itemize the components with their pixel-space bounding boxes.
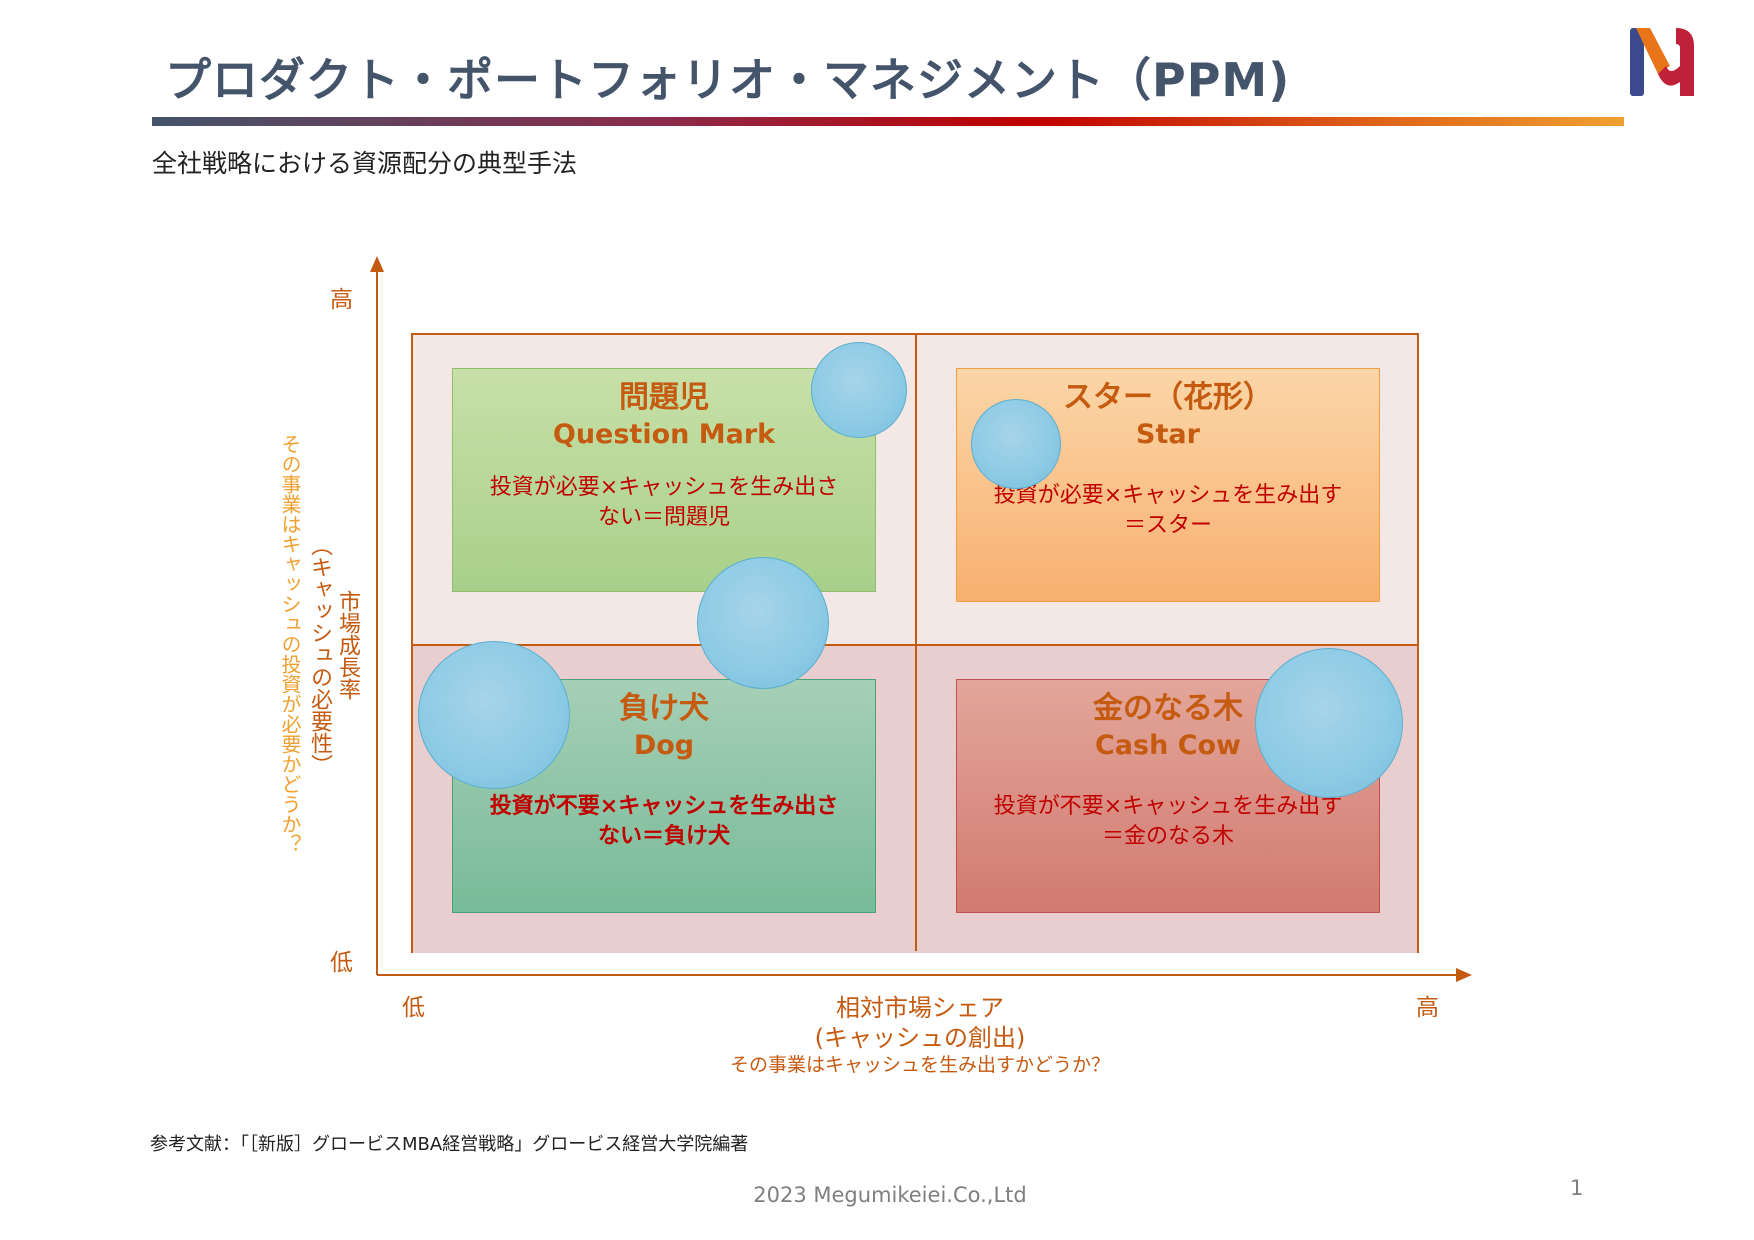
quadrant-desc-line1: 投資が不要×キャッシュを生み出さ	[489, 794, 839, 819]
x-axis-title-line1: 相対市場シェア	[836, 994, 1004, 1022]
y-axis-title-line3: その事業はキャッシュの投資が必要かどうか？	[278, 434, 302, 854]
y-axis-title-line2: （キャッシュの必要性）	[307, 534, 332, 776]
quadrant-desc-line1: 投資が必要×キャッシュを生み出す	[993, 483, 1343, 508]
bubble-center	[697, 557, 829, 689]
title-underline	[152, 117, 1624, 126]
quadrant-desc-line2: ない＝負け犬	[597, 824, 730, 849]
quadrant-subtitle: Question Mark	[552, 419, 776, 450]
x-axis-arrow-icon	[1456, 968, 1472, 982]
copyright: 2023 Megumikeiei.Co.,Ltd	[753, 1183, 1027, 1207]
quadrant-title: 負け犬	[619, 691, 709, 726]
x-axis-title-line2: (キャッシュの創出)	[814, 1024, 1026, 1052]
reference-note: 参考文献：「［新版］グロービスMBA経営戦略」グロービス経営大学院編著	[150, 1134, 749, 1155]
quadrant-subtitle: Star	[1136, 419, 1200, 450]
bubble-dog	[418, 641, 570, 789]
x-axis-title: 相対市場シェア (キャッシュの創出) その事業はキャッシュを生み出すかどうか？	[700, 993, 1140, 1077]
quadrant-title: 問題児	[619, 380, 709, 415]
bubble-question-mark	[811, 342, 907, 438]
page-subtitle: 全社戦略における資源配分の典型手法	[152, 149, 578, 178]
y-axis-high-label: 高	[330, 287, 353, 313]
quadrant-question-mark: 問題児 Question Mark 投資が必要×キャッシュを生み出さ ない＝問題…	[452, 368, 876, 592]
quadrant-desc-line2: ＝金のなる木	[1101, 824, 1234, 849]
quadrant-desc-line2: ＝スター	[1123, 513, 1212, 538]
quadrant-desc-line2: ない＝問題児	[597, 505, 730, 530]
x-axis-low-label: 低	[402, 995, 425, 1021]
quadrant-subtitle: Dog	[633, 730, 695, 761]
y-axis-low-label: 低	[330, 950, 353, 976]
page-number: 1	[1570, 1176, 1584, 1200]
y-axis-title: 市場成長率 （キャッシュの必要性） その事業はキャッシュの投資が必要かどうか？	[268, 420, 368, 890]
m-logo-icon	[1630, 28, 1694, 96]
quadrant-title: スター（花形）	[1063, 380, 1273, 415]
quadrant-desc-line1: 投資が必要×キャッシュを生み出さ	[489, 475, 839, 500]
y-axis-arrow-icon	[370, 256, 384, 272]
quadrant-subtitle: Cash Cow	[1094, 730, 1242, 761]
bubble-cash-cow	[1255, 648, 1403, 798]
quadrant-desc-line1: 投資が不要×キャッシュを生み出す	[993, 794, 1343, 819]
bubble-star	[971, 399, 1061, 489]
matrix-vertical-divider	[915, 335, 917, 951]
x-axis-high-label: 高	[1416, 995, 1439, 1021]
x-axis-title-line3: その事業はキャッシュを生み出すかどうか？	[729, 1054, 1110, 1076]
page-title: プロダクト・ポートフォリオ・マネジメント（PPM)	[165, 53, 1291, 107]
quadrant-title: 金のなる木	[1093, 691, 1243, 726]
y-axis-title-line1: 市場成長率	[335, 590, 360, 700]
